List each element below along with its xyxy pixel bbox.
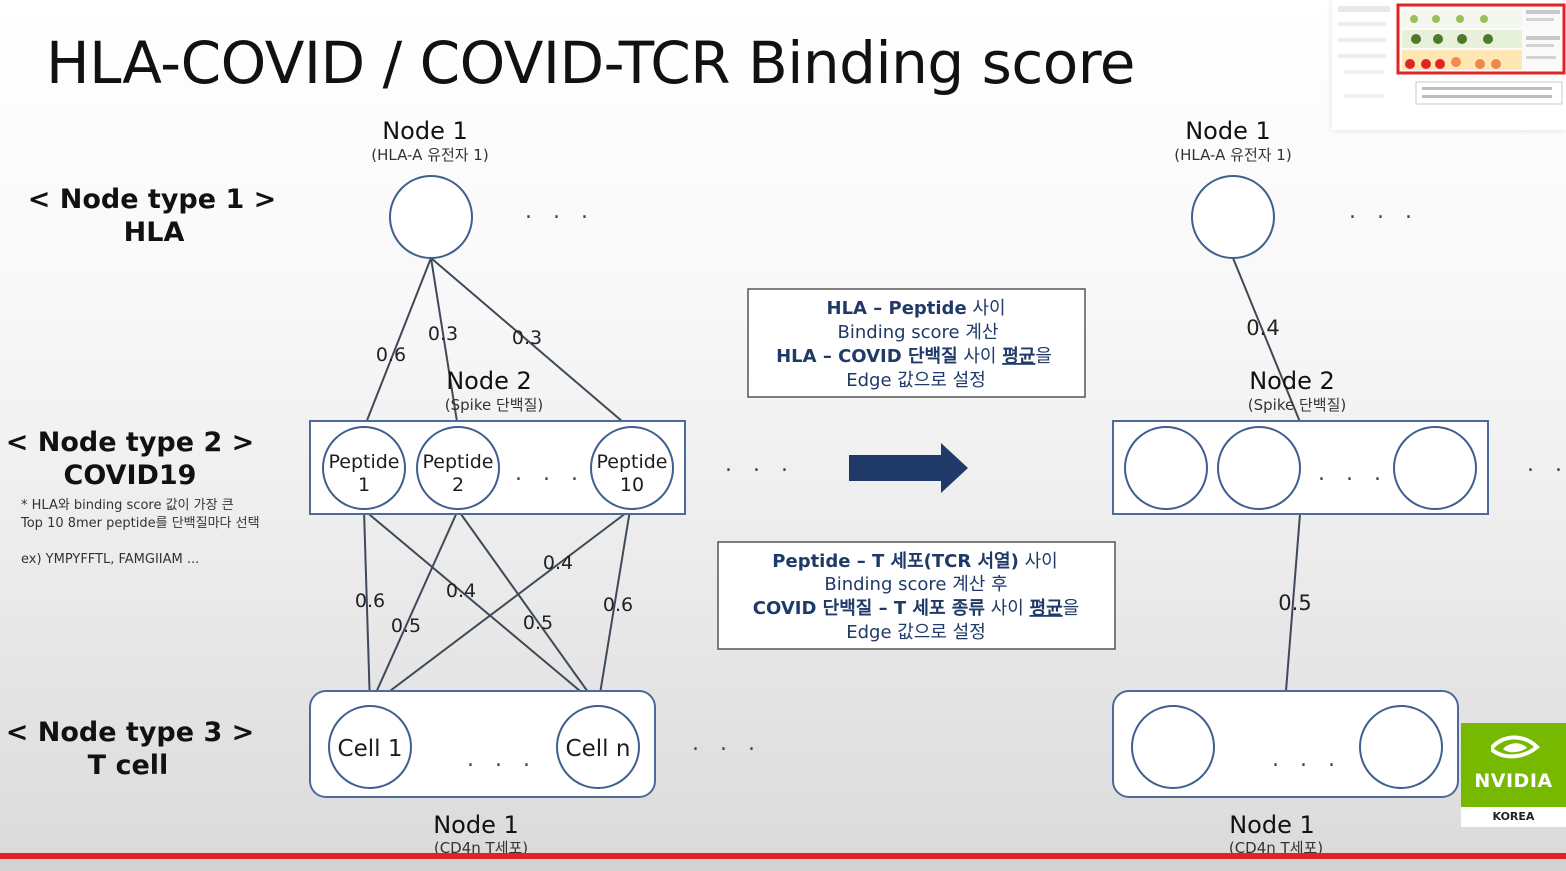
note-line-2: Top 10 8mer peptide를 단백질마다 선택 — [20, 516, 260, 531]
cell-node-n — [556, 705, 640, 789]
peptide-1-name: Peptide — [328, 451, 399, 473]
nvidia-country-label: KOREA — [1461, 807, 1566, 827]
tcr-edge-label-3: 0.4 — [446, 580, 476, 602]
nvidia-wordmark: NVIDIA — [1474, 770, 1553, 792]
node-type-1-name: HLA — [124, 217, 185, 248]
info-box-tcr-line4: Edge 값으로 설정 — [846, 622, 986, 643]
right-type2-ellipsis: . . . — [1527, 452, 1566, 477]
info-box-hla-line4: Edge 값으로 설정 — [846, 370, 986, 391]
peptide-2-name: Peptide — [422, 451, 493, 473]
left-node3-title: Node 1 — [433, 811, 519, 839]
tcr-edge-label-6: 0.6 — [603, 594, 633, 616]
tcr-edge-label-5: 0.4 — [543, 552, 573, 574]
left-hla-node — [389, 175, 473, 259]
info-box-tcr-line3: COVID 단백질 – T 세포 종류 사이 평균을 — [753, 598, 1079, 619]
left-peptide-ellipsis: . . . — [515, 461, 585, 486]
slide-title: HLA-COVID / COVID-TCR Binding score — [46, 29, 1135, 97]
edge-p10-celln — [597, 509, 631, 707]
right-cell-node-1 — [1131, 705, 1215, 789]
hla-edge-label-2: 0.3 — [428, 323, 458, 345]
right-node1-subtitle: (HLA-A 유전자 1) — [1174, 146, 1291, 164]
left-hla-edges — [363, 257, 631, 429]
slide-thumbnail — [1332, 0, 1566, 130]
note-example: ex) YMPYFFTL, FAMGIIAM ... — [21, 552, 199, 567]
peptide-10-num: 10 — [620, 474, 644, 496]
left-hla-ellipsis: . . . — [525, 199, 595, 224]
right-protein-node-n — [1393, 426, 1477, 510]
bottom-strip — [0, 859, 1566, 871]
right-node2-subtitle: (Spike 단백질) — [1248, 396, 1346, 414]
edge-p1-celln — [363, 509, 599, 707]
right-edge-top — [1232, 257, 1301, 423]
node-type-2-label: < Node type 2 > — [6, 427, 255, 458]
left-node1-title: Node 1 — [382, 117, 468, 145]
right-bottom-edge-label: 0.5 — [1278, 591, 1311, 615]
info-box-hla — [747, 288, 1086, 398]
edge-hla-peptide-1 — [363, 257, 432, 429]
right-node2-title: Node 2 — [1249, 367, 1335, 395]
right-protein-ellipsis: . . . — [1318, 461, 1388, 486]
edge-p2-cell1 — [369, 509, 459, 707]
node-type-1-label: < Node type 1 > — [28, 184, 277, 215]
left-tcr-edges — [363, 509, 631, 707]
cell-n-label: Cell n — [566, 736, 631, 762]
tcr-edge-label-4: 0.5 — [523, 612, 553, 634]
left-type2-ellipsis: . . . — [725, 452, 795, 477]
right-protein-node-2 — [1217, 426, 1301, 510]
cell-1-label: Cell 1 — [338, 736, 403, 762]
tcr-edge-label-2: 0.5 — [391, 615, 421, 637]
right-node1-title: Node 1 — [1185, 117, 1271, 145]
edge-hla-peptide-2 — [430, 257, 459, 429]
left-node2-subtitle: (Spike 단백질) — [445, 396, 543, 414]
right-cell-ellipsis: . . . — [1272, 747, 1342, 772]
info-box-hla-line3: HLA – COVID 단백질 사이 평균을 — [776, 346, 1052, 367]
thumbnail-graphic — [1332, 0, 1566, 130]
hla-edge-label-1: 0.6 — [376, 344, 406, 366]
nvidia-logo-background: NVIDIA — [1461, 723, 1566, 807]
info-box-hla-line2: Binding score 계산 — [838, 322, 999, 343]
edge-p2-celln — [457, 509, 599, 707]
right-cell-node-n — [1359, 705, 1443, 789]
left-node1-subtitle: (HLA-A 유전자 1) — [371, 146, 488, 164]
right-hla-ellipsis: . . . — [1349, 199, 1419, 224]
tcr-edge-label-1: 0.6 — [355, 590, 385, 612]
edge-hla-peptide-10 — [430, 257, 631, 429]
left-type3-ellipsis: . . . — [692, 731, 762, 756]
nvidia-eye-icon — [1485, 735, 1540, 763]
right-top-edge-label: 0.4 — [1246, 316, 1279, 340]
info-box-tcr-line2: Binding score 계산 후 — [824, 574, 1007, 595]
info-box-hla-line1: HLA – Peptide 사이 — [827, 298, 1006, 319]
info-box-tcr — [717, 541, 1116, 650]
hla-edge-label-3: 0.3 — [512, 327, 542, 349]
right-protein-node-1 — [1124, 426, 1208, 510]
edge-p1-cell1 — [363, 509, 371, 707]
note-line-1: * HLA와 binding score 값이 가장 큰 — [21, 498, 234, 513]
peptide-node-2 — [416, 426, 500, 510]
left-node3-subtitle: (CD4n T세포) — [434, 839, 528, 857]
node-type-3-name: T cell — [88, 750, 169, 781]
peptide-1-num: 1 — [358, 474, 370, 496]
node-type-3-label: < Node type 3 > — [6, 717, 255, 748]
bottom-accent-bar — [0, 853, 1566, 859]
right-hla-node — [1191, 175, 1275, 259]
right-edge-bottom — [1285, 513, 1301, 692]
info-box-tcr-line1: Peptide – T 세포(TCR 서열) 사이 — [772, 551, 1057, 572]
node-type-2-name: COVID19 — [64, 460, 197, 491]
edge-p10-cell1 — [369, 509, 631, 707]
left-node2-title: Node 2 — [446, 367, 532, 395]
right-node3-title: Node 1 — [1229, 811, 1315, 839]
peptide-node-10 — [590, 426, 674, 510]
right-node3-subtitle: (CD4n T세포) — [1229, 839, 1323, 857]
peptide-10-name: Peptide — [596, 451, 667, 473]
peptide-node-1 — [322, 426, 406, 510]
left-cell-ellipsis: . . . — [467, 747, 537, 772]
transform-arrow-icon — [849, 443, 968, 493]
cell-node-1 — [328, 705, 412, 789]
nvidia-korea-logo: NVIDIA KOREA — [1461, 723, 1566, 827]
peptide-2-num: 2 — [452, 474, 464, 496]
